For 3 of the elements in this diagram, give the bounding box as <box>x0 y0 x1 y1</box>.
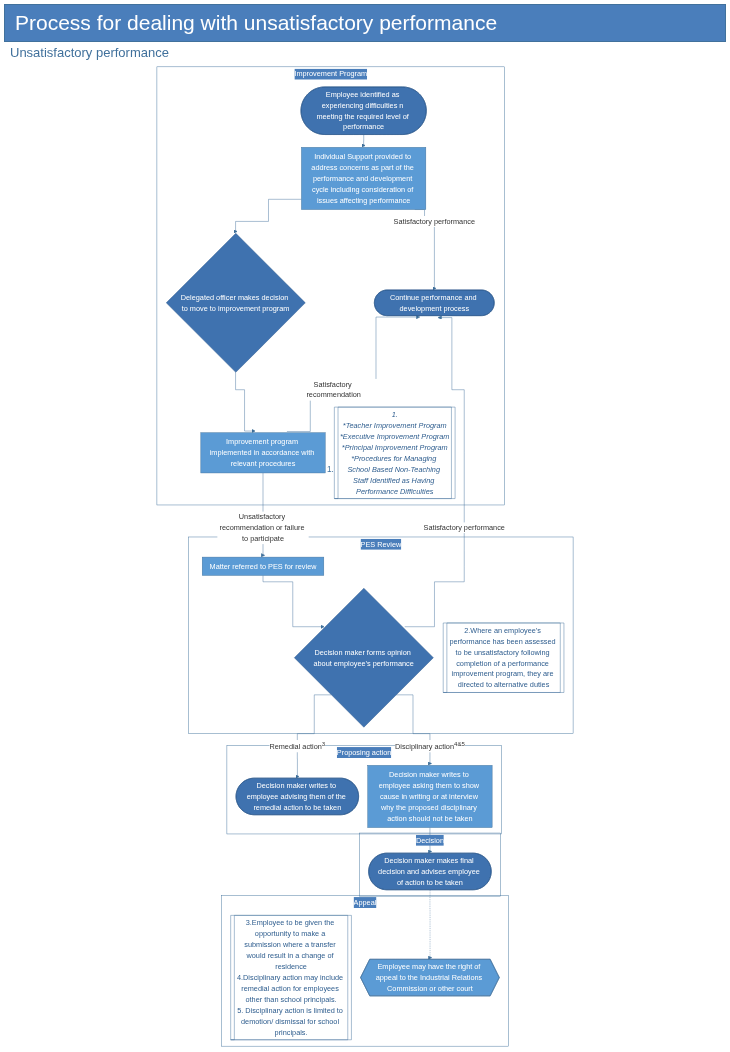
line-label: Unsatisfactory performance <box>10 45 169 60</box>
diagram-title: Process for dealing with unsatisfactory performance <box>4 4 726 42</box>
footnote-mark: 1. <box>327 465 334 475</box>
